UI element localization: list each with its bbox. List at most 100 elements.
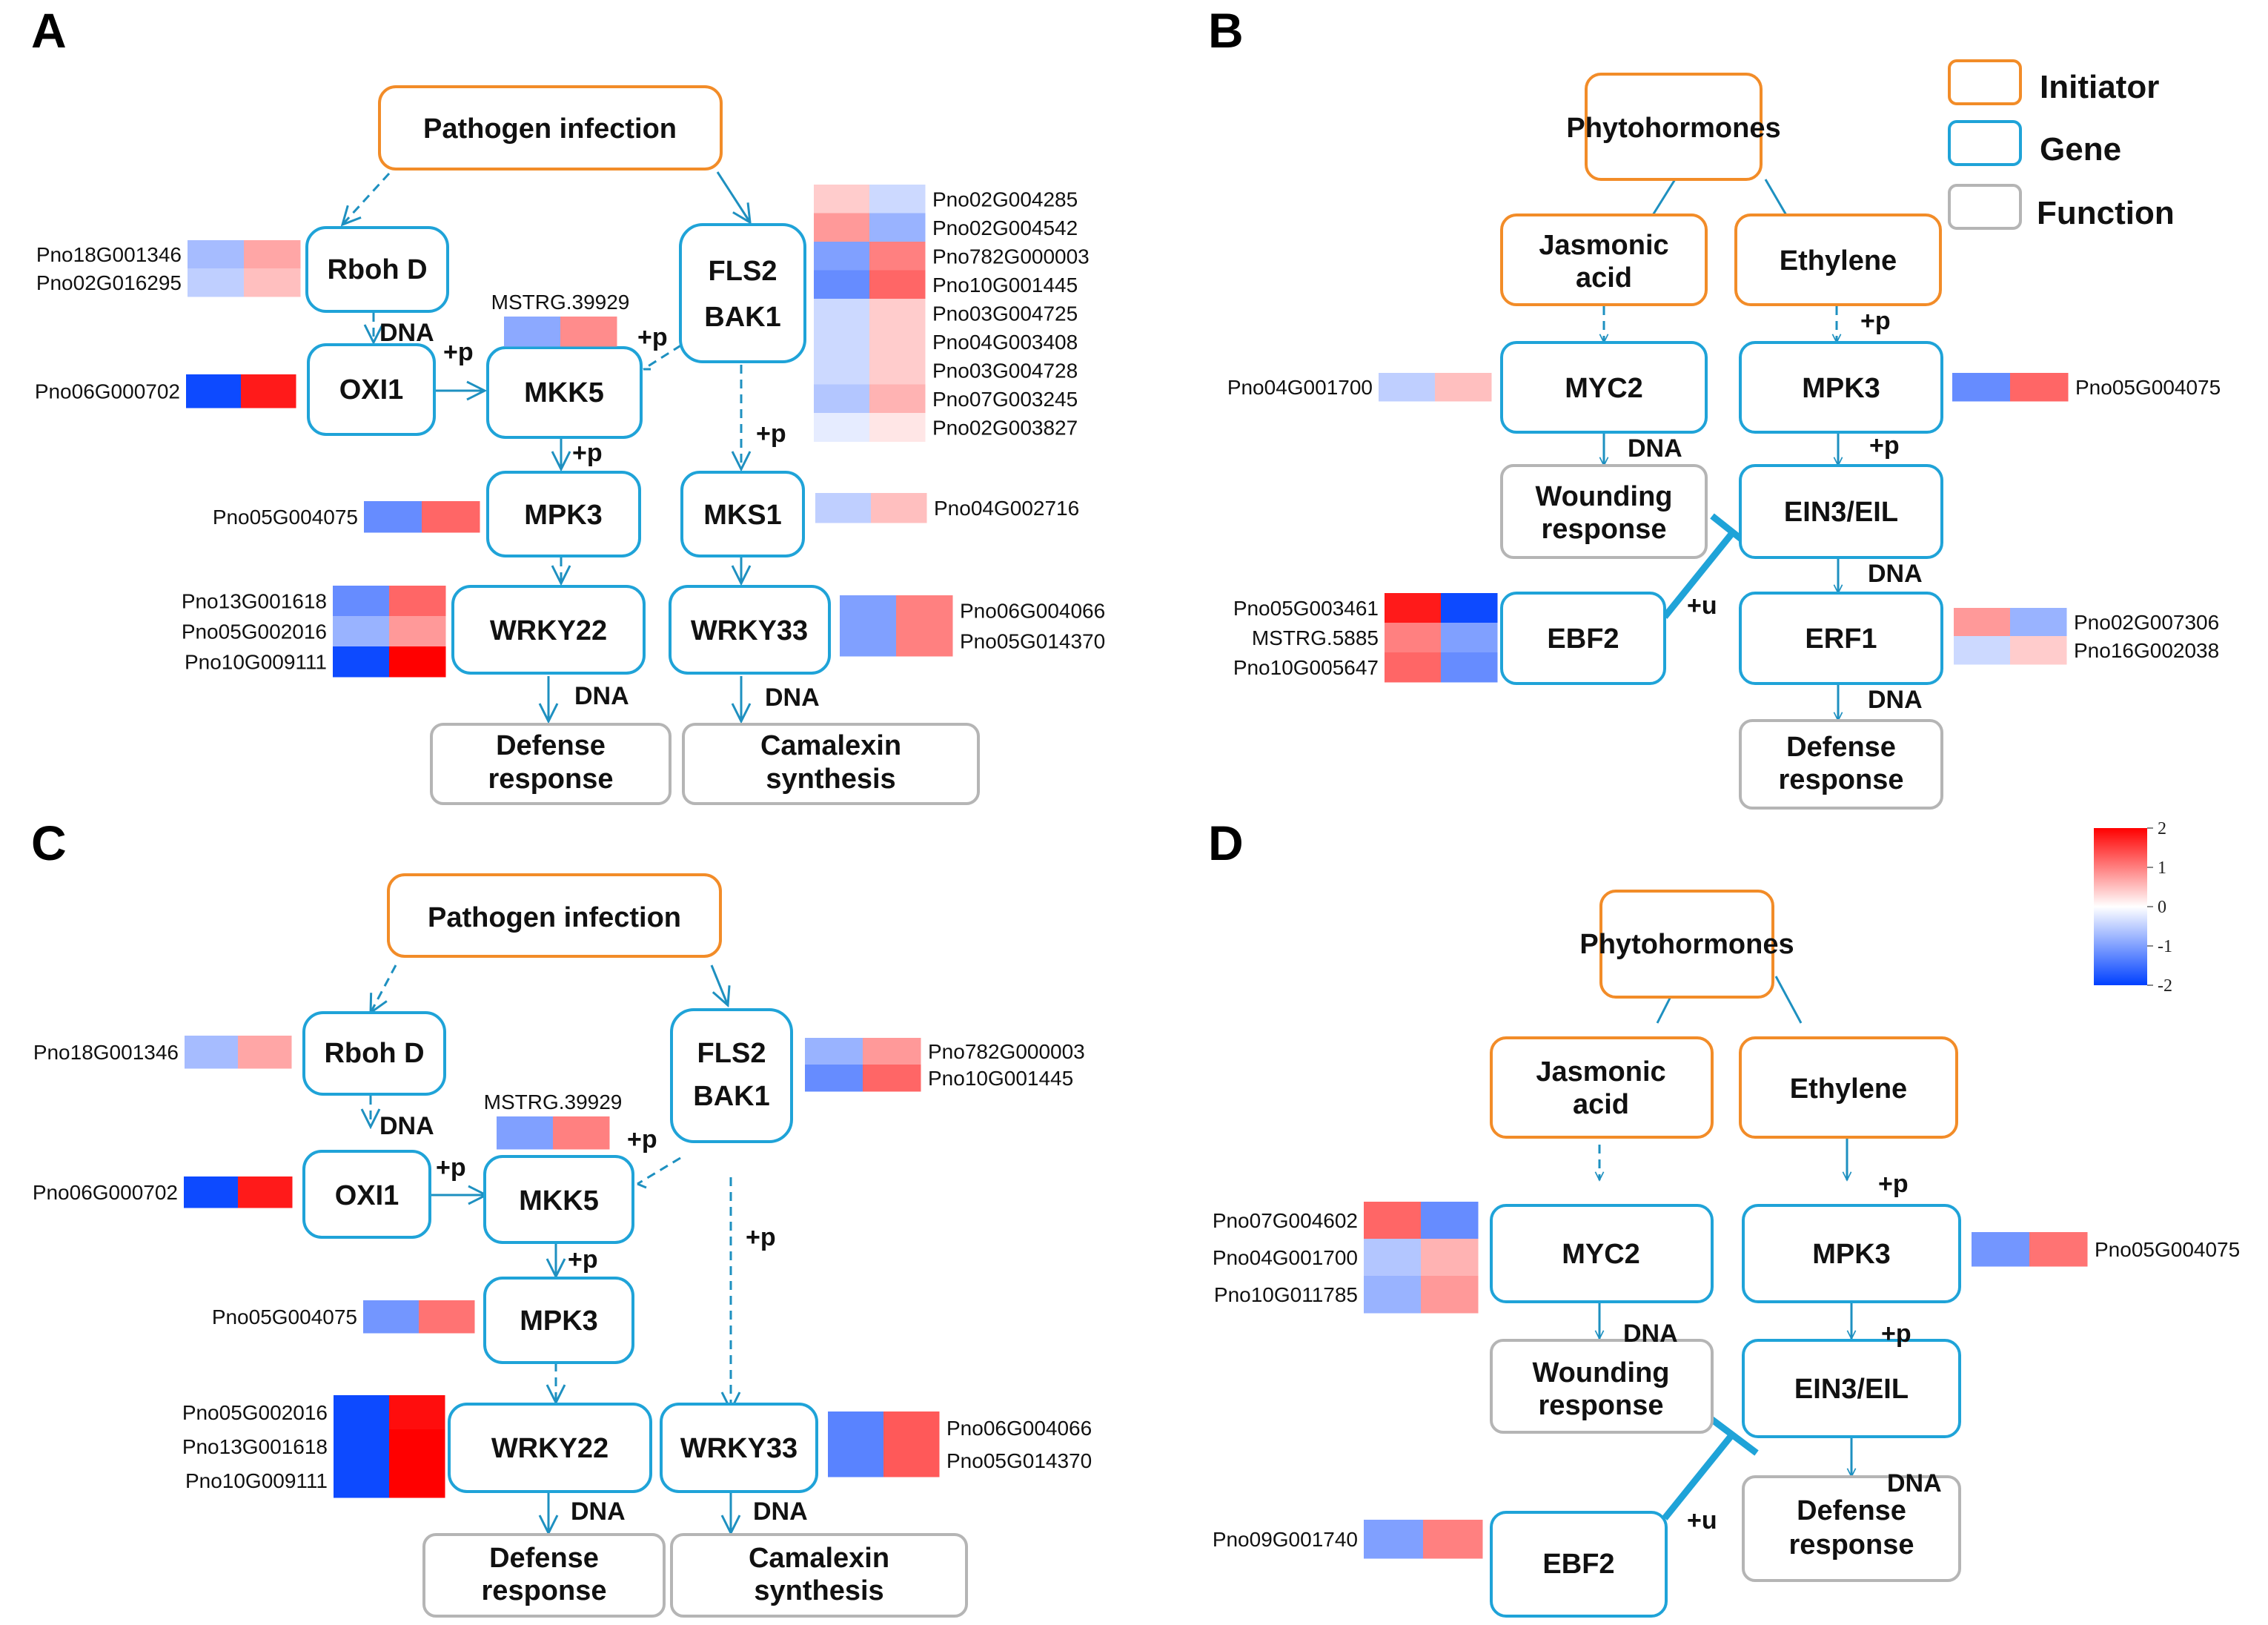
heatmap-cell xyxy=(869,213,926,242)
node-camalexin-label-1: Camalexin xyxy=(760,730,901,761)
heatmap-cell xyxy=(896,626,953,657)
heatmap-cell xyxy=(333,616,390,647)
heatmap-rbohd: Pno18G001346 xyxy=(33,1036,292,1069)
gene-label: Pno13G001618 xyxy=(182,1435,328,1458)
node-wounding-label-1: Wounding xyxy=(1532,1357,1669,1389)
gene-label: Pno03G004725 xyxy=(932,302,1078,325)
heatmap-cell xyxy=(1435,373,1492,402)
heatmap-mkk5: MSTRG.39929 xyxy=(484,1090,622,1150)
gene-label: Pno05G003461 xyxy=(1233,597,1379,620)
gene-label: Pno03G004728 xyxy=(932,359,1078,382)
gene-label: Pno782G000003 xyxy=(932,245,1090,268)
gene-label: Pno05G004075 xyxy=(212,1305,357,1328)
heatmap-cell xyxy=(1364,1520,1424,1559)
heatmap-cell xyxy=(1421,1239,1479,1277)
gene-label: Pno05G002016 xyxy=(182,620,327,643)
edge-label-dna: DNA xyxy=(574,682,629,710)
heatmap-cell xyxy=(814,242,870,271)
node-oxi1 xyxy=(307,343,436,436)
node-rbohd-label: Rboh D xyxy=(327,254,427,285)
node-wrky33-label: WRKY33 xyxy=(691,615,808,646)
gene-label: Pno04G002716 xyxy=(934,497,1079,520)
node-mpk3-label: MPK3 xyxy=(1812,1239,1891,1270)
gene-label: MSTRG.39929 xyxy=(491,291,630,314)
node-wrky33 xyxy=(669,585,831,675)
legend: Initiator Gene Function xyxy=(1948,59,2175,231)
node-phytohormones xyxy=(1585,73,1763,181)
node-ein3-label: EIN3/EIL xyxy=(1784,497,1898,528)
panel-letter-b: B xyxy=(1208,3,1244,58)
node-jasmonic-acid xyxy=(1500,214,1708,306)
node-ethylene xyxy=(1739,1036,1958,1139)
edge-label-phos: +p xyxy=(746,1223,776,1251)
heatmap-cell xyxy=(863,1038,921,1065)
heatmap-cell xyxy=(333,586,390,617)
node-ebf2-label: EBF2 xyxy=(1542,1549,1614,1580)
heatmap-cell xyxy=(1423,1520,1483,1559)
node-mpk3-label: MPK3 xyxy=(520,1305,598,1337)
heatmap-cell xyxy=(2029,1232,2088,1267)
colorbar: 210-1-2 xyxy=(2094,819,2172,996)
heatmap-ebf2: Pno09G001740 xyxy=(1213,1520,1483,1559)
panel-letter-d: D xyxy=(1208,815,1244,870)
node-defense-response xyxy=(1742,1475,1961,1582)
legend-swatch-gene xyxy=(1948,120,2022,166)
heatmap-cell xyxy=(389,616,446,647)
edge-label-dna: DNA xyxy=(379,319,434,347)
edge-label-ubiq: +u xyxy=(1687,1506,1717,1535)
gene-label: Pno10G005647 xyxy=(1233,656,1379,679)
edge-phyto-ja xyxy=(1651,179,1677,216)
node-defense-response xyxy=(422,1533,666,1618)
node-fls2-label: FLS2 xyxy=(697,1038,766,1069)
gene-label: Pno04G003408 xyxy=(932,331,1078,354)
heatmap-cell xyxy=(238,1036,292,1069)
heatmap-cell xyxy=(1379,373,1436,402)
edge-ebf2-inhibits-ein3 xyxy=(1662,530,1736,619)
colorbar-tick-label: 0 xyxy=(2158,898,2166,917)
heatmap-cell xyxy=(883,1444,940,1477)
edge-label-phos: +p xyxy=(1881,1320,1911,1348)
node-mkk5 xyxy=(483,1155,634,1244)
edge-label-dna: DNA xyxy=(571,1497,626,1526)
node-oxi1 xyxy=(302,1150,431,1239)
heatmap-cell xyxy=(896,595,953,626)
gene-label: Pno07G004602 xyxy=(1213,1209,1358,1232)
node-mpk3-label: MPK3 xyxy=(1802,373,1880,404)
node-fls2-label: FLS2 xyxy=(709,256,777,287)
heatmap-cell xyxy=(863,1065,921,1092)
panel-b: B Initiator Gene Function Phytohormones … xyxy=(1208,3,2221,810)
gene-label: Pno10G009111 xyxy=(185,1469,328,1492)
heatmap-cell xyxy=(389,646,446,678)
node-jasmonic-label-2: acid xyxy=(1573,1089,1629,1120)
heatmap-mks1: Pno04G002716 xyxy=(815,493,1079,523)
node-pathogen-infection-label: Pathogen infection xyxy=(423,113,677,145)
node-camalexin-label-2: synthesis xyxy=(766,764,895,795)
heatmap-oxi1: Pno06G000702 xyxy=(35,374,296,408)
gene-label: Pno782G000003 xyxy=(928,1040,1085,1063)
gene-label: Pno02G004542 xyxy=(932,216,1078,239)
colorbar-tick-label: 2 xyxy=(2158,819,2166,838)
edge-label-phos: +p xyxy=(1878,1170,1909,1198)
node-ethylene-label: Ethylene xyxy=(1780,245,1897,277)
edge-label-phos: +p xyxy=(637,323,668,351)
node-mks1 xyxy=(680,471,805,557)
node-wrky33-label: WRKY33 xyxy=(680,1433,798,1464)
heatmap-mpk3: Pno05G004075 xyxy=(212,1300,475,1334)
node-wrky22-label: WRKY22 xyxy=(490,615,607,646)
node-camalexin-label-2: synthesis xyxy=(754,1575,883,1606)
edge-label-dna: DNA xyxy=(1868,686,1923,714)
heatmap-cell xyxy=(422,501,480,533)
node-wounding-label-2: response xyxy=(1542,514,1667,545)
node-pathogen-infection xyxy=(387,873,722,958)
node-pathogen-infection xyxy=(378,85,723,171)
node-defense-label-1: Defense xyxy=(489,1543,599,1574)
edge-phyto-eth xyxy=(1774,976,1803,1024)
heatmap-cell xyxy=(1441,652,1498,683)
node-wounding-response xyxy=(1500,464,1708,559)
heatmap-cell xyxy=(805,1065,863,1092)
heatmap-cell xyxy=(1385,652,1442,683)
